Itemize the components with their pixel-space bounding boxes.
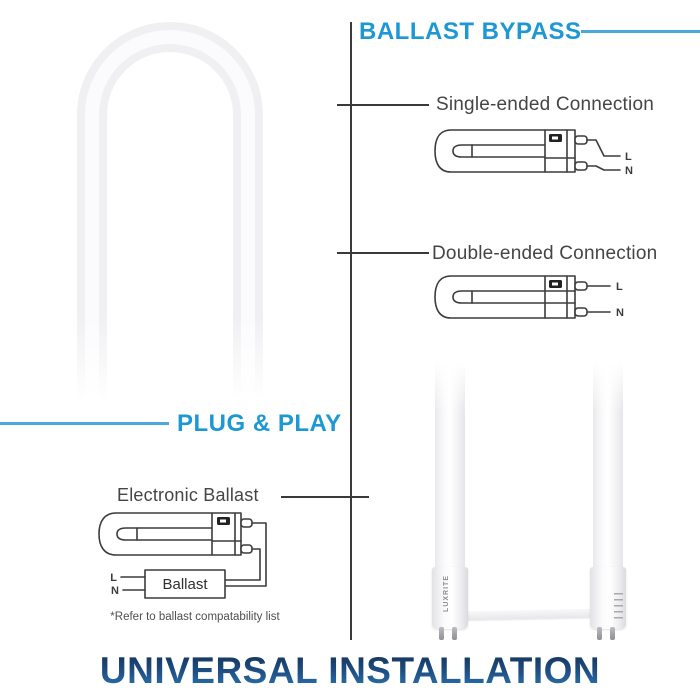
lamp-inner-lines	[472, 145, 545, 157]
wire-lamp-to-ballast-outer	[225, 523, 266, 586]
lamp-outer-outline	[99, 513, 212, 555]
single-ended-lamp-diagram: L N	[432, 126, 633, 177]
lamp-inner-lines	[472, 291, 545, 303]
electronic-ballast-lamp-diagram: L N Ballast	[95, 508, 305, 608]
wire-neutral	[587, 166, 620, 170]
ballast-box	[145, 570, 225, 598]
brand-text: LUXRITE	[443, 575, 450, 612]
tube-support-bar	[463, 608, 593, 621]
lamp-contact-slot	[552, 136, 558, 140]
wire-neutral-label: N	[616, 307, 624, 319]
lamp-pin-bottom	[241, 545, 252, 553]
lamp-inner-bend	[117, 528, 137, 540]
tube-pin	[452, 627, 457, 640]
tube-pin	[610, 627, 615, 640]
tube-base-left: LUXRITE	[432, 567, 468, 629]
double-ended-lamp-diagram: L N	[432, 272, 624, 319]
lamp-pin-top	[241, 519, 252, 527]
ballast-bypass-rule	[581, 30, 700, 33]
tick-single-ended	[337, 104, 429, 106]
lamp-inner-lines	[137, 528, 212, 540]
wire-neutral-label: N	[625, 165, 633, 177]
lamp-pin-top	[575, 136, 587, 144]
lamp-pin-top	[575, 282, 587, 290]
tick-double-ended	[337, 252, 429, 254]
lamp-contact-slot	[552, 282, 558, 286]
lamp-base-lines	[545, 276, 575, 318]
ballast-bypass-heading: BALLAST BYPASS	[359, 18, 582, 45]
plug-and-play-rule	[0, 422, 169, 425]
lamp-outer-outline	[435, 276, 545, 318]
lamp-base-lines	[545, 130, 575, 172]
lamp-inner-bend	[453, 145, 472, 157]
lamp-outer-outline	[435, 130, 545, 172]
wire-live-label: L	[616, 281, 623, 293]
wire-neutral-label: N	[111, 585, 119, 597]
tube-pin	[439, 627, 444, 640]
single-ended-label: Single-ended Connection	[436, 94, 654, 115]
tube-pin	[597, 627, 602, 640]
section-divider-line	[350, 22, 352, 640]
lamp-pin-bottom	[575, 308, 587, 316]
lamp-pin-bottom	[575, 162, 587, 170]
universal-installation-title: UNIVERSAL INSTALLATION	[0, 650, 700, 692]
wire-live-label: L	[110, 572, 117, 584]
ballast-box-label: Ballast	[162, 576, 208, 593]
wire-lamp-to-ballast-inner	[225, 549, 260, 580]
lamp-inner-bend	[453, 291, 472, 303]
tube-leg-fade	[425, 358, 635, 413]
lamp-base-lines	[212, 513, 241, 555]
tube-base-right	[590, 567, 626, 629]
plug-and-play-heading: PLUG & PLAY	[177, 410, 342, 437]
base-spec-markings	[614, 593, 623, 619]
double-ended-label: Double-ended Connection	[432, 243, 658, 264]
wire-live-label: L	[625, 151, 632, 163]
wire-live	[587, 140, 620, 156]
tick-electronic-ballast	[281, 496, 369, 498]
u-bend-tube-fade	[60, 315, 290, 420]
electronic-ballast-label: Electronic Ballast	[117, 485, 259, 505]
ballast-compatibility-note: *Refer to ballast compatability list	[110, 611, 280, 623]
lamp-contact-slot	[220, 519, 226, 523]
